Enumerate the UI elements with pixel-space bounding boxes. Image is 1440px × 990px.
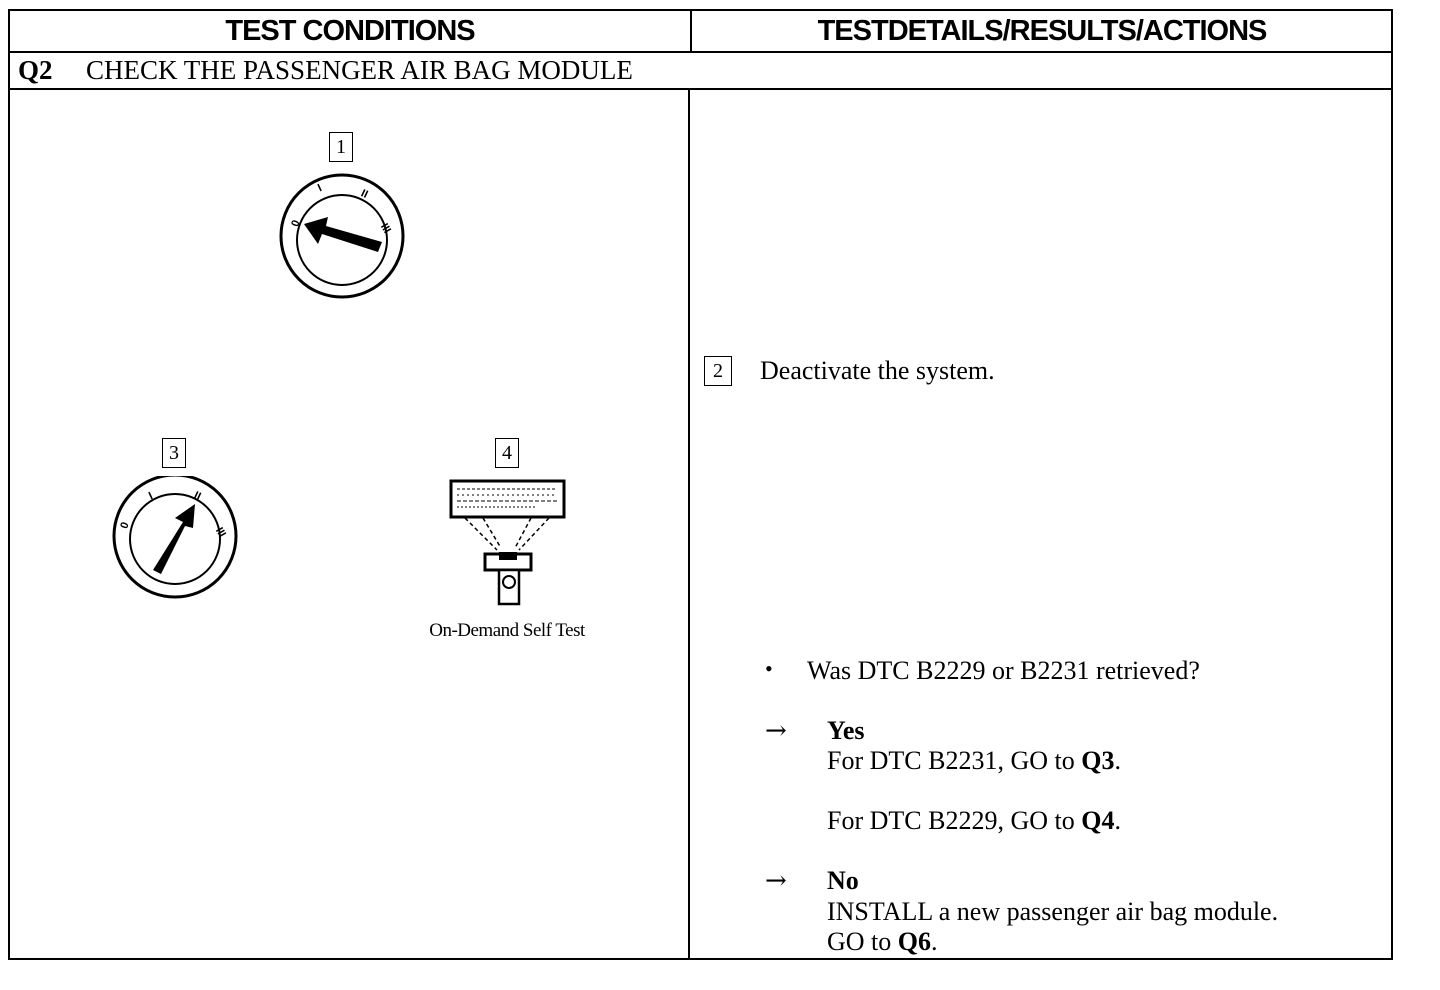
ignition-label-0: 0 (118, 521, 131, 531)
yes-instruction-1: For DTC B2231, GO to Q3. (827, 746, 1121, 775)
ignition-label-2: II (192, 489, 203, 502)
test-table (8, 9, 1393, 960)
tester-button (502, 575, 516, 589)
yes-label: Yes (827, 716, 865, 745)
link-q6[interactable]: Q6 (897, 927, 932, 956)
ignition-label-1: I (316, 182, 324, 194)
callout-3: 3 (162, 438, 186, 468)
tester-display (449, 479, 566, 519)
no-instruction-2: GO to Q6. (827, 927, 938, 956)
ignition-label-1: I (147, 490, 155, 502)
ignition-label-2: II (359, 187, 370, 200)
key-pointer-arrow (153, 504, 195, 574)
header-test-details: TESTDETAILS/RESULTS/ACTIONS (817, 14, 1268, 47)
key-pointer-arrow (304, 217, 382, 252)
step-id: Q2 (18, 54, 53, 85)
no-label: No (827, 866, 859, 895)
header-test-conditions: TEST CONDITIONS (225, 14, 475, 47)
no-instruction-1: INSTALL a new passenger air bag module. (827, 897, 1279, 926)
header-divider (8, 51, 1393, 53)
ignition-switch-run-figure: 0 I II III (112, 476, 238, 599)
tester-caption: On-Demand Self Test (429, 620, 585, 641)
self-test-tester-figure (449, 479, 566, 606)
header-column-divider (690, 9, 692, 53)
ignition-label-0: 0 (289, 219, 302, 229)
bullet-icon: • (765, 656, 773, 681)
link-q4[interactable]: Q4 (1081, 806, 1115, 835)
ignition-switch-off-figure: 0 I II III (279, 173, 405, 299)
body-column-divider (688, 88, 690, 960)
step-title-text: CHECK THE PASSENGER AIR BAG MODULE (86, 54, 633, 85)
no-arrow-icon: → (765, 866, 787, 896)
yes-arrow-icon: → (765, 716, 787, 746)
link-q3[interactable]: Q3 (1081, 746, 1115, 775)
step-title-divider (8, 88, 1393, 90)
callout-2: 2 (704, 356, 732, 386)
callout-1: 1 (329, 132, 353, 162)
yes-instruction-2: For DTC B2229, GO to Q4. (827, 806, 1121, 835)
step2-instruction: Deactivate the system. (760, 356, 995, 385)
dtc-question: Was DTC B2229 or B2231 retrieved? (807, 656, 1200, 685)
callout-4: 4 (495, 438, 519, 468)
step-title: Q2 CHECK THE PASSENGER AIR BAG MODULE (18, 53, 633, 87)
